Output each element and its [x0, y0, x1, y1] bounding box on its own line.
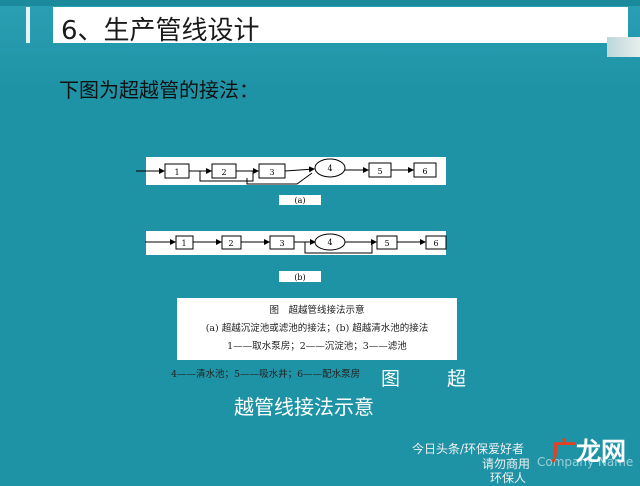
row-label-box: [279, 195, 321, 205]
logo-char: 广: [551, 437, 577, 466]
row-a-label: (a): [294, 196, 305, 205]
unit-label: 6: [433, 239, 438, 248]
unit-label: 3: [279, 239, 284, 248]
title-box: [53, 7, 628, 43]
clearwell-ellipse: [314, 158, 346, 178]
slide-title: 6、生产管线设计: [61, 16, 260, 46]
watermark-text: 今日头条/环保爱好者: [412, 442, 525, 456]
bypass-line: [246, 172, 313, 185]
caption-large-text: 越管线接法示意: [234, 395, 374, 419]
unit-label: 2: [228, 239, 233, 248]
unit-label: 3: [269, 168, 274, 177]
diagram-row-b: 1 2 3 4 5 6: [145, 233, 447, 254]
caption-large-text: 图 超: [381, 368, 481, 390]
unit-box: [425, 235, 447, 250]
title-accent-stripe: [26, 7, 30, 43]
bypass-line: [199, 171, 254, 182]
bypass-diagram: 1 2 3 4 5 6 (a) 1 2 3 4 5: [136, 157, 447, 282]
company-name: Company Name: [537, 455, 634, 469]
unit-label: 2: [221, 168, 226, 177]
unit-label: 1: [174, 168, 179, 177]
unit-label: 6: [422, 167, 427, 176]
caption-line: 4——清水池；5——吸水井；6——配水泵房: [171, 369, 361, 380]
unit-label: 5: [377, 167, 382, 176]
unit-label: 4: [327, 238, 332, 247]
row-label-box: [279, 271, 321, 282]
slide-subtitle: 下图为超越管的接法：: [59, 78, 259, 102]
watermark-text: 请勿商用: [482, 457, 531, 471]
logo-text: 龙网: [576, 437, 627, 466]
diagram-row-a: 1 2 3 4 5 6: [136, 158, 437, 185]
bypass-line: [304, 242, 373, 254]
caption-line: 1——取水泵房；2——沉淀池；3——滤池: [227, 341, 407, 352]
caption-title: 图 超越管线接法示意: [269, 305, 365, 316]
site-logo: 广龙网: [551, 432, 626, 468]
watermark-text: 环保人: [490, 471, 527, 485]
row-b-label: (b): [294, 273, 305, 282]
header-decoration: [607, 37, 640, 57]
caption-line: (a) 超越沉淀池或滤池的接法；(b) 超越清水池的接法: [205, 323, 429, 334]
caption-box: 图 超越管线接法示意 (a) 超越沉淀池或滤池的接法；(b) 超越清水池的接法 …: [177, 298, 457, 360]
unit-label: 4: [327, 164, 332, 173]
top-edge: [0, 0, 640, 6]
unit-box: [413, 162, 437, 178]
unit-label: 5: [384, 239, 389, 248]
unit-label: 1: [181, 239, 186, 248]
